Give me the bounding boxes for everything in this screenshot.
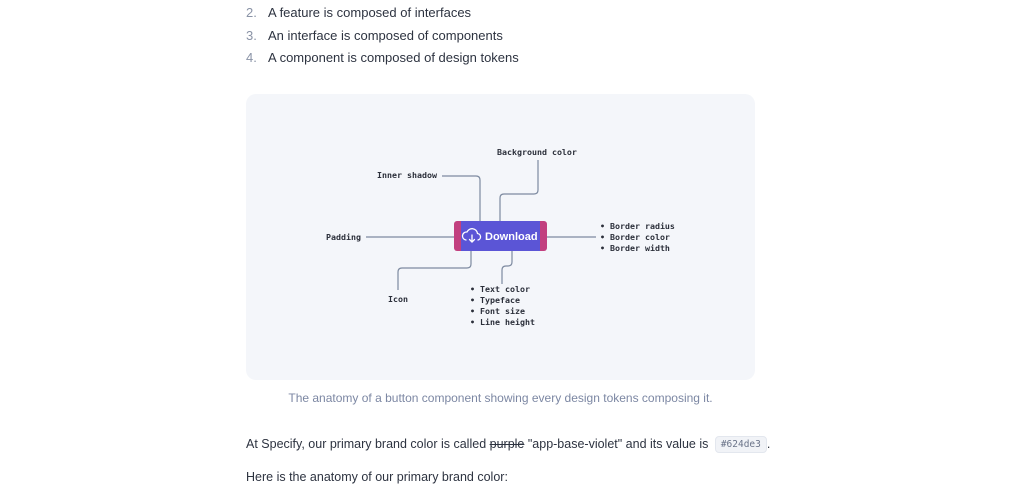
connector-background-color [499,160,539,224]
label-icon: Icon [388,294,408,304]
numbered-list: 2.A feature is composed of interfaces 3.… [246,2,519,70]
connector-inner-shadow [442,175,481,224]
list-item: 2.A feature is composed of interfaces [246,5,472,20]
brand-color-paragraph: At Specify, our primary brand color is c… [246,436,771,453]
inline-code: #624de3 [714,436,767,453]
button-label: Download [485,231,538,243]
border-prop: • Border radius [600,221,675,231]
connector-lines [366,160,596,290]
struck-text: purple [489,437,525,451]
text-prop: • Line height [470,317,535,327]
download-button: Download [454,221,547,251]
anatomy-diagram: Download Background color Inner shadow P… [326,147,675,327]
border-prop: • Border color [600,232,670,242]
list-item: 3.An interface is composed of components [246,27,503,43]
figure-caption: The anatomy of a button component showin… [288,391,713,405]
label-inner-shadow: Inner shadow [377,170,437,180]
connector-text [501,248,513,284]
anatomy-intro-paragraph: Here is the anatomy of our primary brand… [246,470,508,484]
label-padding: Padding [326,232,361,242]
cloud-download-icon [461,228,482,243]
connector-icon [397,248,472,290]
label-background-color: Background color [497,147,577,157]
border-prop: • Border width [600,243,670,253]
text-prop: • Typeface [470,295,520,305]
list-item: 4.A component is composed of design toke… [246,50,519,65]
text-prop: • Font size [470,306,525,316]
text-prop: • Text color [470,284,530,294]
button-anatomy-figure: Download Background color Inner shadow P… [246,94,755,380]
